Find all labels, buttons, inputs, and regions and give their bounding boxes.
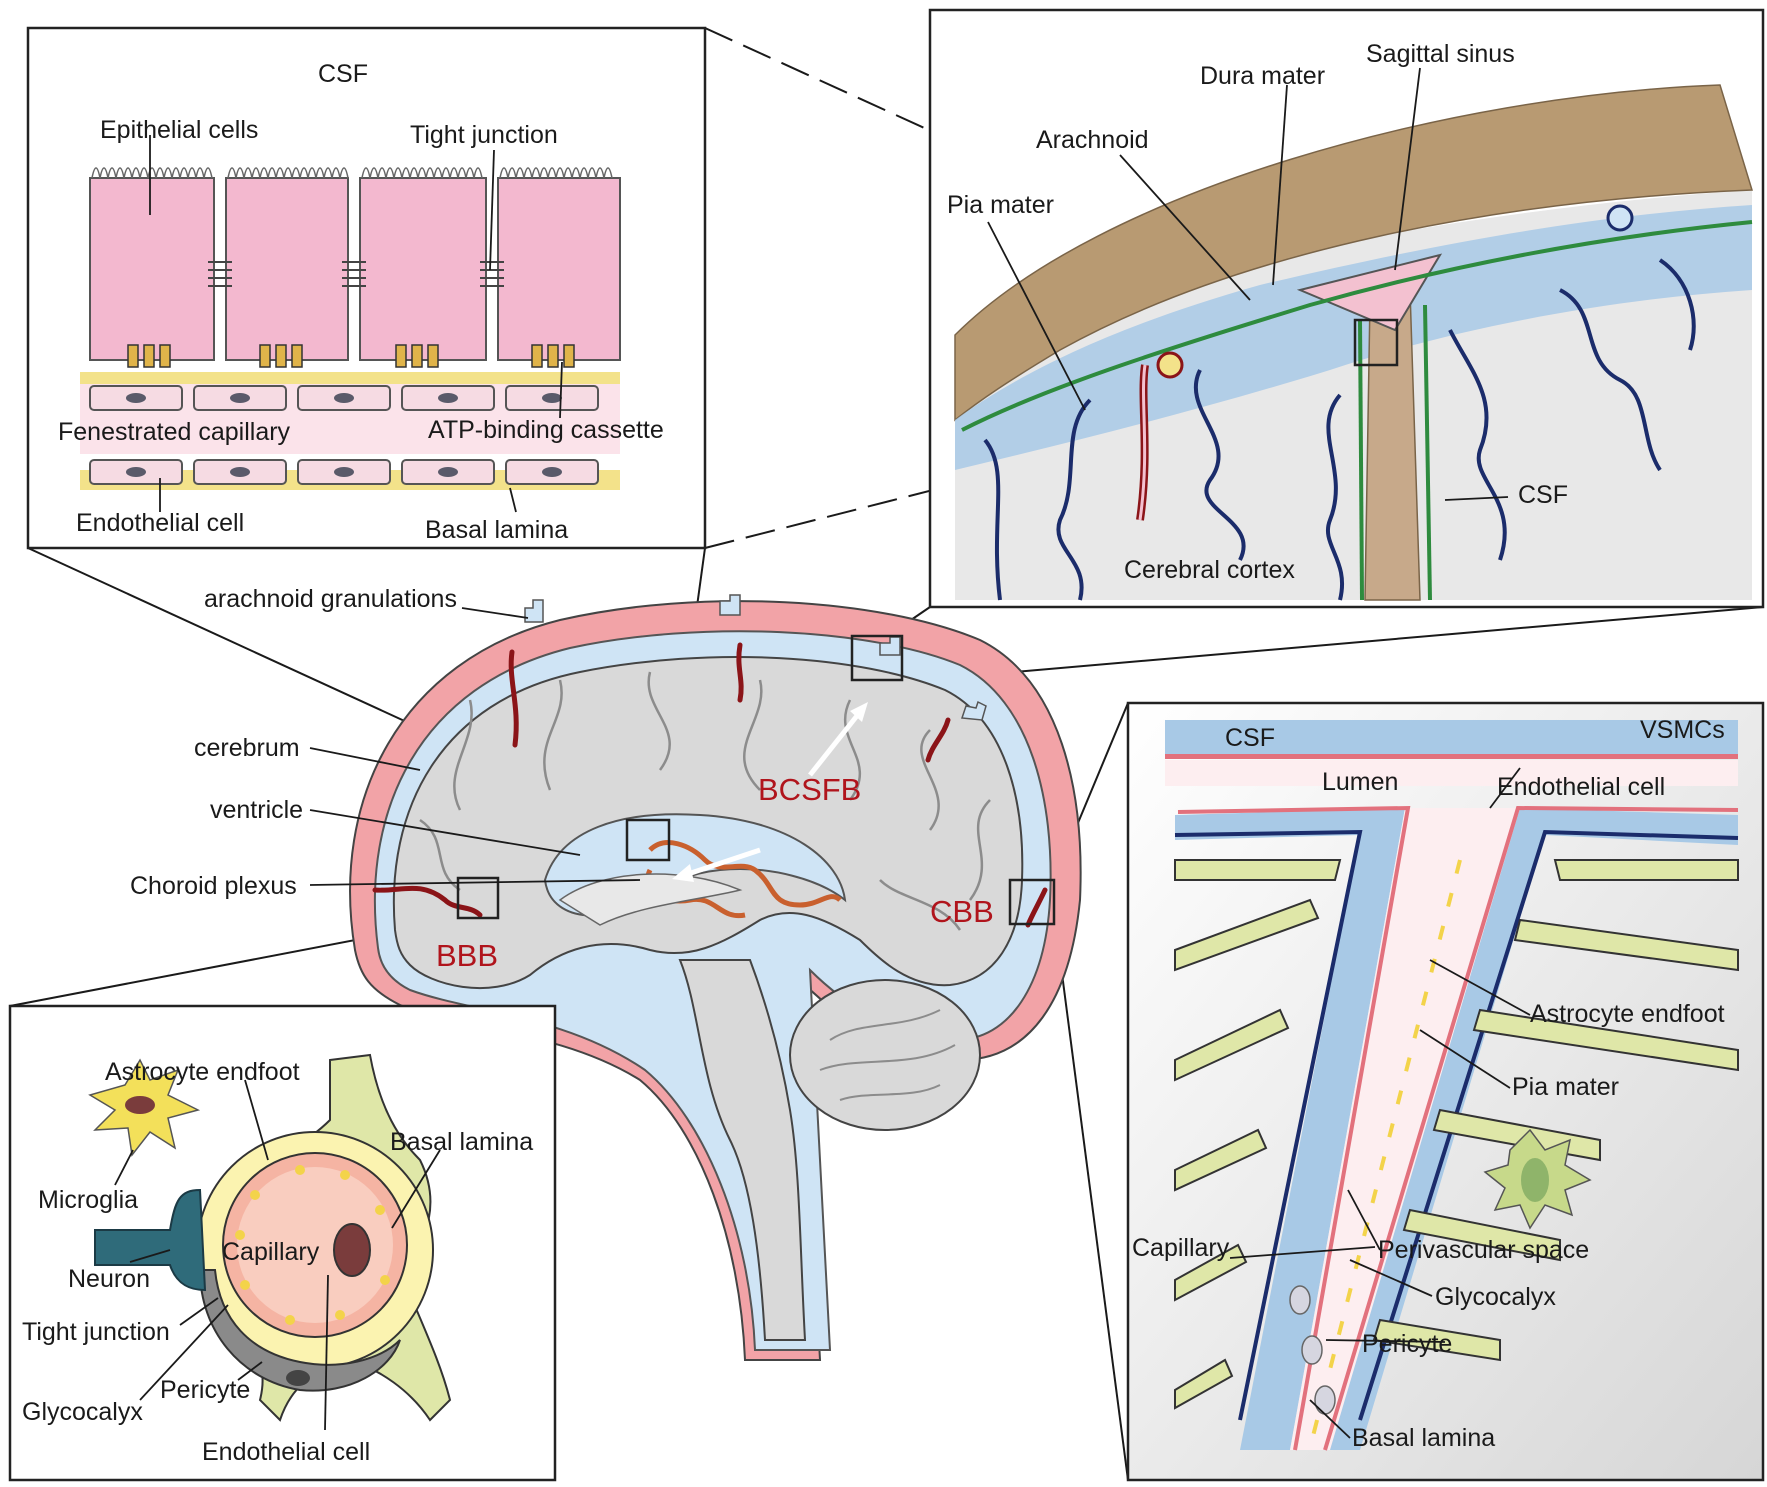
label-bcsfb-tight-junction: Tight junction [410, 121, 558, 149]
label-cbb-glycocalyx: Glycocalyx [1435, 1283, 1556, 1311]
label-bbb-endothelial-cell: Endothelial cell [202, 1438, 370, 1466]
microglia-shape [88, 1058, 201, 1157]
label-dura-mater: Dura mater [1200, 62, 1325, 90]
label-bcsfb-csf: CSF [318, 60, 368, 88]
label-atp-binding-cassette: ATP-binding cassette [428, 416, 664, 444]
pial-vessel [1136, 204, 1634, 521]
label-cbb-astrocyte-endfoot: Astrocyte endfoot [1530, 1000, 1725, 1028]
label-cbb-pia-mater: Pia mater [1512, 1073, 1619, 1101]
label-bcsfb-basal-lamina: Basal lamina [425, 516, 568, 544]
arachnoid-granulation-box [1353, 318, 1399, 367]
cerebellum [789, 979, 981, 1131]
label-epithelial-cells: Epithelial cells [100, 116, 258, 144]
label-neuron: Neuron [68, 1265, 150, 1293]
bbb-leader-lines [114, 1079, 441, 1431]
capillary-inner [237, 1167, 393, 1323]
vsmc-line [1165, 754, 1738, 759]
cerebellum-folia [819, 1009, 956, 1101]
perivascular-space-right [1315, 808, 1738, 1450]
bcsfb-detail-panel: CSF Epithelial cells Tight junction Fene… [26, 26, 707, 550]
basement-band [80, 372, 620, 384]
falx-cerebri [1364, 289, 1421, 601]
label-bcsfb: BCSFB [758, 772, 861, 807]
brainstem [678, 959, 807, 1341]
cortex-gyri-outline [983, 258, 1696, 601]
label-cbb-pericyte: Pericyte [1362, 1330, 1452, 1358]
pericyte-nucleus [286, 1370, 310, 1386]
meninges-detail-panel: Sagittal sinus Dura mater Arachnoid Pia … [928, 8, 1765, 609]
label-cbb: CBB [930, 894, 994, 929]
label-sagittal-sinus: Sagittal sinus [1366, 40, 1515, 68]
pia-mater-line [961, 220, 1753, 432]
label-pia-mater: Pia mater [947, 191, 1054, 219]
label-arachnoid-granulations: arachnoid granulations [204, 585, 457, 613]
cbb-leader-lines [1229, 767, 1531, 1439]
label-bbb-capillary: Capillary [222, 1238, 320, 1266]
label-cerebral-cortex: Cerebral cortex [1124, 556, 1295, 584]
label-arachnoid: Arachnoid [1036, 126, 1149, 154]
brain-leader-lines [309, 607, 641, 886]
label-microglia: Microglia [38, 1186, 138, 1214]
endothelial-nucleus [333, 1223, 371, 1277]
subarachnoid-space [955, 205, 1752, 470]
cbb-region-box [1008, 878, 1056, 926]
region-boxes [456, 634, 1056, 926]
label-bbb-astrocyte-endfoot: Astrocyte endfoot [105, 1058, 300, 1086]
label-vsmcs: VSMCs [1640, 716, 1725, 744]
label-cbb-endothelial-cell: Endothelial cell [1497, 773, 1665, 801]
abc-transporters [127, 344, 575, 368]
label-bbb-pericyte: Pericyte [160, 1376, 250, 1404]
label-bbb: BBB [436, 938, 498, 973]
cbb-astrocyte-cell [1483, 1128, 1592, 1230]
label-perivascular-space: Perivascular space [1378, 1236, 1589, 1264]
label-bcsfb-endothelial-cell: Endothelial cell [76, 509, 244, 537]
corpus-callosum [558, 873, 743, 926]
basal-line-left [1174, 829, 1363, 1421]
cbb-detail-panel: CSF VSMCs Lumen Endothelial cell Astrocy… [1126, 701, 1765, 1482]
label-bbb-glycocalyx: Glycocalyx [22, 1398, 143, 1426]
label-fenestrated-capillary: Fenestrated capillary [58, 418, 291, 446]
brain-sagittal-section [309, 594, 1082, 1361]
glycocalyx-dots [235, 1165, 390, 1325]
astrocyte-processes [1174, 859, 1739, 1410]
endothelial-line-right [1323, 805, 1739, 1451]
endothelial-line-left [1177, 805, 1411, 1451]
label-choroid-plexus: Choroid plexus [130, 872, 297, 900]
label-cbb-basal-lamina: Basal lamina [1352, 1424, 1495, 1452]
label-bbb-tight-junction: Tight junction [22, 1318, 170, 1346]
cortical-vessels [372, 642, 1048, 928]
falx-pia-right [1423, 304, 1432, 601]
bcsfb-leader-lines [149, 135, 563, 513]
label-lumen: Lumen [1322, 768, 1398, 796]
label-cbb-csf: CSF [1225, 724, 1275, 752]
label-bbb-basal-lamina: Basal lamina [390, 1128, 533, 1156]
bcsfb-arrows [672, 702, 868, 882]
capillary-lumen-channel [1290, 808, 1520, 1450]
tight-junctions [208, 261, 504, 287]
bbb-region-box [456, 876, 500, 920]
perivascular-space-left [1175, 808, 1405, 1450]
meninges-region-box [850, 634, 904, 682]
microvilli [91, 167, 613, 179]
epithelial-cells [89, 177, 621, 361]
label-ventricle: ventricle [210, 796, 303, 824]
meninges-leader-lines [987, 67, 1509, 501]
bcsfb-region-box [625, 818, 671, 862]
label-cerebrum: cerebrum [194, 734, 300, 762]
csf-band [1165, 720, 1738, 754]
pial-band [1165, 760, 1738, 786]
pericyte-shape [198, 1269, 401, 1392]
bbb-detail-panel: Astrocyte endfoot Basal lamina Microglia… [8, 1004, 557, 1482]
endothelial-nuclei [126, 393, 562, 477]
falx-pia-left [1358, 319, 1364, 601]
neuron-shape [94, 1188, 207, 1292]
sagittal-sinus-shape [1296, 253, 1443, 332]
label-cbb-capillary: Capillary [1132, 1234, 1230, 1262]
label-meninges-csf: CSF [1518, 481, 1568, 509]
dura-mater-layer [954, 84, 1754, 422]
